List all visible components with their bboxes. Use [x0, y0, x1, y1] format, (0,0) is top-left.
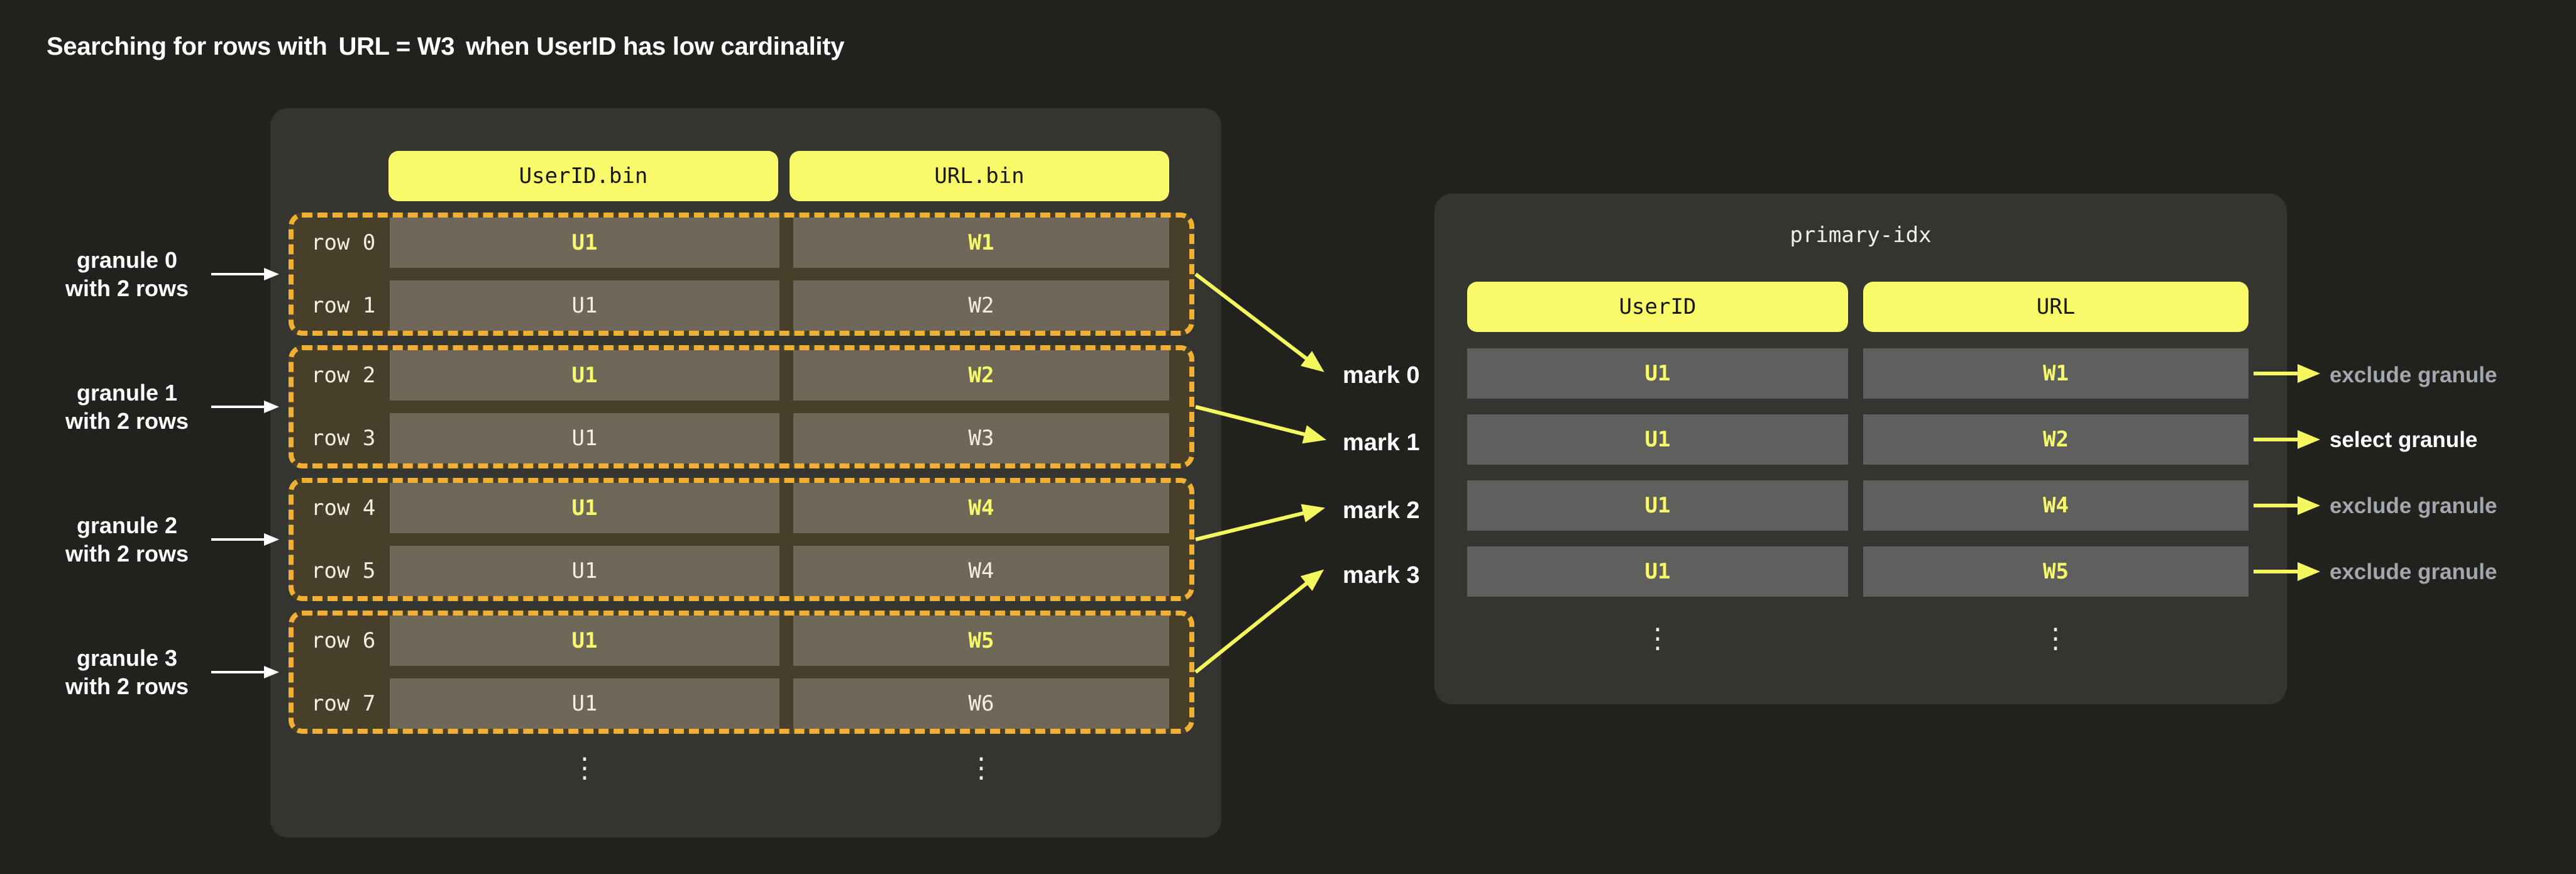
userid-column-ellipsis: ⋮ — [571, 752, 598, 784]
granule-label-line2: with 2 rows — [65, 541, 189, 567]
index-userid-ellipsis: ⋮ — [1644, 622, 1671, 655]
table-row: row 7 U1 W6 — [294, 678, 1189, 729]
url-cell: W4 — [793, 483, 1169, 533]
index-userid-cell: U1 — [1467, 348, 1848, 399]
userid-cell: U1 — [390, 546, 779, 596]
table-row: row 6 U1 W5 — [294, 616, 1189, 666]
primary-index-panel: primary-idx UserID URL U1 W1 U1 W2 U1 W4… — [1434, 194, 2287, 704]
index-url-cell: W1 — [1863, 348, 2248, 399]
url-cell: W5 — [793, 616, 1169, 666]
column-header-userid-bin: UserID.bin — [388, 151, 778, 201]
granule-label-line2: with 2 rows — [65, 408, 189, 434]
mark-2-label: mark 2 — [1343, 497, 1420, 524]
granule-1-label: granule 1 with 2 rows — [33, 379, 221, 435]
userid-cell: U1 — [390, 413, 779, 463]
title-suffix: when UserID has low cardinality — [466, 33, 845, 60]
mark-1-label: mark 1 — [1343, 429, 1420, 456]
granule-label-line2: with 2 rows — [65, 673, 189, 699]
index-url-cell: W2 — [1863, 414, 2248, 465]
userid-cell: U1 — [390, 616, 779, 666]
granule-0-label: granule 0 with 2 rows — [33, 246, 221, 302]
table-row: row 5 U1 W4 — [294, 546, 1189, 596]
table-row: row 4 U1 W4 — [294, 483, 1189, 533]
index-url-cell: W4 — [1863, 480, 2248, 531]
index-url-cell: W5 — [1863, 546, 2248, 597]
url-column-ellipsis: ⋮ — [967, 752, 995, 784]
page-title: Searching for rows with URL = W3 when Us… — [47, 33, 844, 61]
url-cell: W4 — [793, 546, 1169, 596]
userid-cell: U1 — [390, 350, 779, 401]
granule-result-label: select granule — [2330, 428, 2478, 452]
primary-index-title: primary-idx — [1790, 223, 1932, 248]
title-prefix: Searching for rows with — [47, 33, 328, 60]
granule-label-line1: granule 2 — [76, 512, 178, 538]
row-label: row 0 — [311, 230, 376, 255]
data-part-panel: UserID.bin URL.bin row 0 U1 W1 row 1 U1 … — [270, 108, 1221, 838]
granule-result-label: exclude granule — [2330, 363, 2497, 387]
table-row: row 2 U1 W2 — [294, 350, 1189, 401]
granule-label-line1: granule 0 — [76, 247, 178, 273]
row-label: row 1 — [311, 293, 376, 318]
index-userid-cell: U1 — [1467, 414, 1848, 465]
granule-label-line1: granule 3 — [76, 645, 178, 671]
userid-cell: U1 — [390, 483, 779, 533]
index-url-ellipsis: ⋮ — [2042, 622, 2069, 655]
index-userid-cell: U1 — [1467, 480, 1848, 531]
row-label: row 5 — [311, 558, 376, 584]
row-label: row 7 — [311, 691, 376, 716]
url-cell: W1 — [793, 218, 1169, 268]
granule-box-1: row 2 U1 W2 row 3 U1 W3 — [289, 345, 1194, 468]
granule-result-label: exclude granule — [2330, 494, 2497, 518]
table-row: row 3 U1 W3 — [294, 413, 1189, 463]
granule-3-label: granule 3 with 2 rows — [33, 644, 221, 700]
row-label: row 3 — [311, 426, 376, 451]
granule-result-label: exclude granule — [2330, 560, 2497, 584]
userid-cell: U1 — [390, 218, 779, 268]
granule-2-label: granule 2 with 2 rows — [33, 511, 221, 568]
index-userid-cell: U1 — [1467, 546, 1848, 597]
column-header-url: URL — [1863, 282, 2248, 332]
url-cell: W3 — [793, 413, 1169, 463]
mark-3-label: mark 3 — [1343, 562, 1420, 589]
column-header-url-bin: URL.bin — [790, 151, 1169, 201]
table-row: row 0 U1 W1 — [294, 218, 1189, 268]
granule-box-3: row 6 U1 W5 row 7 U1 W6 — [289, 611, 1194, 734]
url-cell: W2 — [793, 280, 1169, 331]
userid-cell: U1 — [390, 280, 779, 331]
granule-label-line2: with 2 rows — [65, 275, 189, 301]
table-row: row 1 U1 W2 — [294, 280, 1189, 331]
granule-box-2: row 4 U1 W4 row 5 U1 W4 — [289, 478, 1194, 601]
url-cell: W6 — [793, 678, 1169, 729]
row-label: row 4 — [311, 495, 376, 521]
row-label: row 2 — [311, 363, 376, 388]
row-label: row 6 — [311, 628, 376, 653]
mark-0-label: mark 0 — [1343, 362, 1420, 389]
granule-label-line1: granule 1 — [76, 380, 178, 406]
column-header-userid: UserID — [1467, 282, 1848, 332]
url-cell: W2 — [793, 350, 1169, 401]
title-code: URL = W3 — [338, 33, 455, 60]
granule-box-0: row 0 U1 W1 row 1 U1 W2 — [289, 213, 1194, 336]
userid-cell: U1 — [390, 678, 779, 729]
